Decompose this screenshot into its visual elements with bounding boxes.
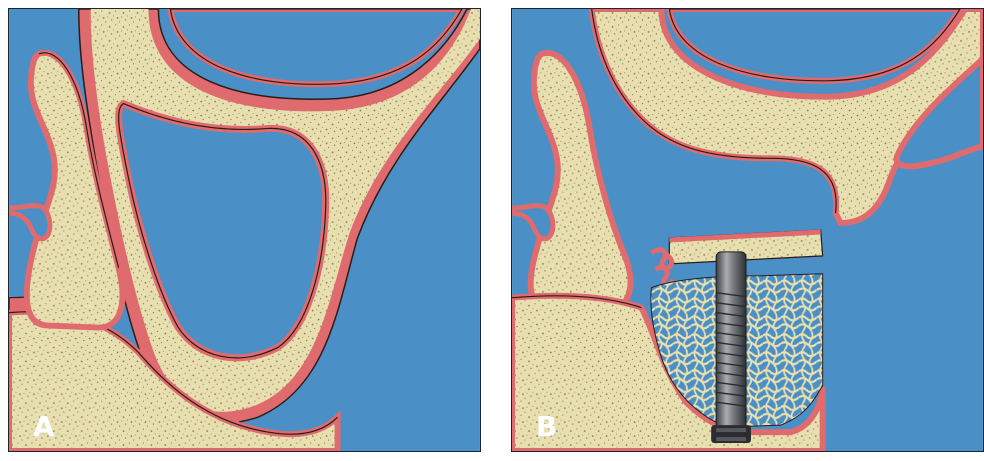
panel-b: B bbox=[511, 8, 984, 452]
panel-label-a: A bbox=[33, 413, 55, 441]
panel-b-illustration bbox=[512, 9, 983, 451]
dental-implant bbox=[711, 252, 751, 443]
panel-a: A bbox=[8, 8, 481, 452]
panel-label-b: B bbox=[536, 413, 557, 441]
panel-a-illustration bbox=[9, 9, 480, 451]
